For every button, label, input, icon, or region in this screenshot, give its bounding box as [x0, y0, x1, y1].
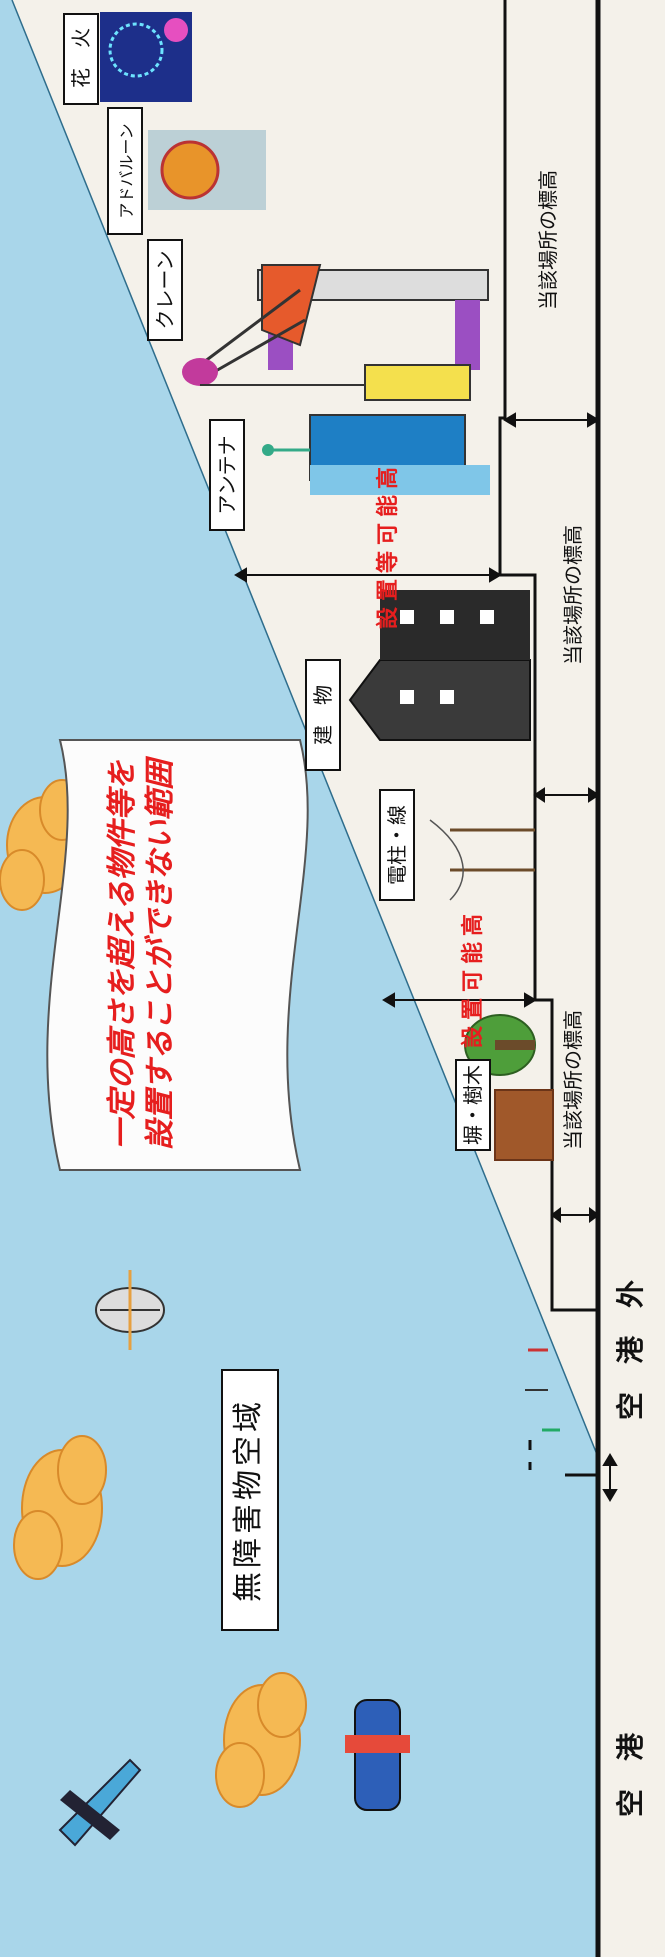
- sky-region: [0, 0, 598, 1957]
- elevation-arrow: [533, 787, 600, 803]
- airport-outside-label: 空 港 外: [614, 1280, 647, 1420]
- fireworks-label: 花 火: [69, 28, 93, 88]
- airplane-icon: [58, 1758, 142, 1847]
- elevation-label: 当該場所の標高: [536, 170, 560, 310]
- helicopter-icon: [95, 1270, 165, 1350]
- ad-balloon-label-box: [107, 107, 143, 235]
- antenna-label-box: [209, 419, 245, 531]
- elevation-label: 当該場所の標高: [561, 525, 585, 665]
- antenna-label: アンテナ: [215, 435, 239, 514]
- ground-profile: [498, 0, 598, 1312]
- utility-pole-icon: [429, 819, 535, 901]
- cloud: [215, 1672, 307, 1808]
- banner-text-line1: 一定の高さを超える物件等を: [105, 759, 140, 1149]
- fence-icon: [494, 1089, 554, 1161]
- pole-label-box: [379, 789, 415, 901]
- height-allowed-etc-label: 設置等可能高: [375, 461, 401, 629]
- building-label-box: [305, 659, 341, 771]
- pole-label: 電柱・線: [385, 805, 409, 885]
- zone-label-box: [221, 1369, 279, 1631]
- height-arrow: [234, 567, 502, 583]
- airport-boundary-arrow: [602, 1453, 618, 1502]
- zone-label: 無障害物空域: [231, 1398, 266, 1602]
- house-icon: [348, 590, 531, 741]
- fence-label-box: [455, 1059, 491, 1151]
- warning-banner: [46, 739, 309, 1171]
- ad-balloon-label: アドバルーン: [117, 123, 136, 218]
- crane-label-box: [147, 239, 183, 341]
- crane-icon: [182, 264, 489, 401]
- elevation-arrow: [503, 412, 600, 428]
- ad-balloon-icon: [160, 140, 220, 200]
- fireworks-burst: [164, 18, 188, 42]
- crane-label: クレーン: [153, 251, 177, 330]
- antenna-building-icon: [262, 414, 490, 495]
- elevation-label: 当該場所の標高: [561, 1010, 585, 1150]
- airport-inside-label: 空 港: [614, 1732, 647, 1817]
- building-label: 建 物: [311, 685, 335, 745]
- small-plane-icon: [345, 1699, 410, 1811]
- height-arrow: [382, 992, 537, 1008]
- airport-markers-icon: [525, 1348, 560, 1432]
- fireworks-label-box: [63, 13, 99, 105]
- height-allowed-label: 設置可能高: [460, 908, 486, 1048]
- banner-text-line2: 設置することができない範囲: [143, 755, 178, 1150]
- fireworks-burst: [108, 22, 164, 78]
- fence-label: 塀・樹木: [461, 1065, 485, 1145]
- cloud: [13, 1435, 107, 1580]
- elevation-arrow: [550, 1207, 600, 1223]
